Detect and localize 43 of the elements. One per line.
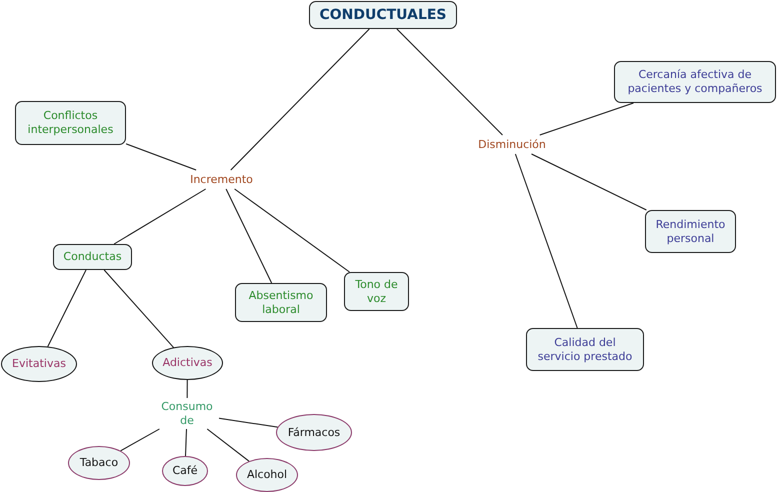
concept-box — [645, 210, 736, 253]
concept-ellipse — [68, 446, 130, 480]
connector-line — [104, 270, 174, 348]
concept-box — [235, 283, 327, 322]
concept-box — [309, 1, 457, 29]
concept-label: Rendimiento personal — [654, 218, 726, 246]
connector-line — [234, 188, 350, 272]
concept-box — [15, 101, 126, 145]
concept-label: Cercanía afectiva de pacientes y compañeros — [626, 68, 764, 96]
ellipse-label: Café — [172, 464, 198, 478]
connector-line — [218, 418, 278, 428]
connector-line — [114, 188, 206, 244]
connector-line — [396, 28, 503, 136]
ellipse-label: Alcohol — [246, 468, 288, 482]
concept-box — [614, 61, 776, 103]
ellipse-label: Tabaco — [80, 456, 118, 470]
concept-label: Tono de voz — [354, 278, 399, 306]
connector-line — [539, 102, 634, 136]
concept-label: CONDUCTUALES — [319, 6, 447, 24]
connector-line — [47, 270, 86, 347]
connector-line — [185, 428, 187, 456]
connector-line — [230, 28, 370, 170]
concept-label: Conflictos interpersonales — [26, 109, 114, 137]
concept-label: Absentismo laboral — [248, 288, 314, 316]
concept-label: Calidad del servicio prestado — [536, 336, 634, 364]
concept-box — [526, 328, 644, 371]
ellipse-label: Evitativas — [12, 357, 66, 371]
connector-line — [531, 154, 647, 210]
ellipse-label: Fármacos — [288, 426, 340, 440]
concept-ellipse — [162, 456, 208, 486]
connector-line — [186, 380, 188, 398]
connector-line — [206, 428, 250, 462]
connector-line — [226, 188, 272, 284]
connector-line — [514, 154, 578, 328]
concept-box — [344, 272, 409, 311]
linking-phrase: Disminución — [470, 135, 554, 154]
concept-label: Conductas — [63, 250, 122, 264]
ellipse-label: Adictivas — [162, 356, 212, 370]
concept-box — [53, 244, 132, 270]
connector-line — [126, 143, 197, 170]
linking-phrase: Consumo de — [155, 398, 219, 429]
connector-line — [120, 428, 160, 452]
linking-phrase: Incremento — [182, 170, 261, 189]
